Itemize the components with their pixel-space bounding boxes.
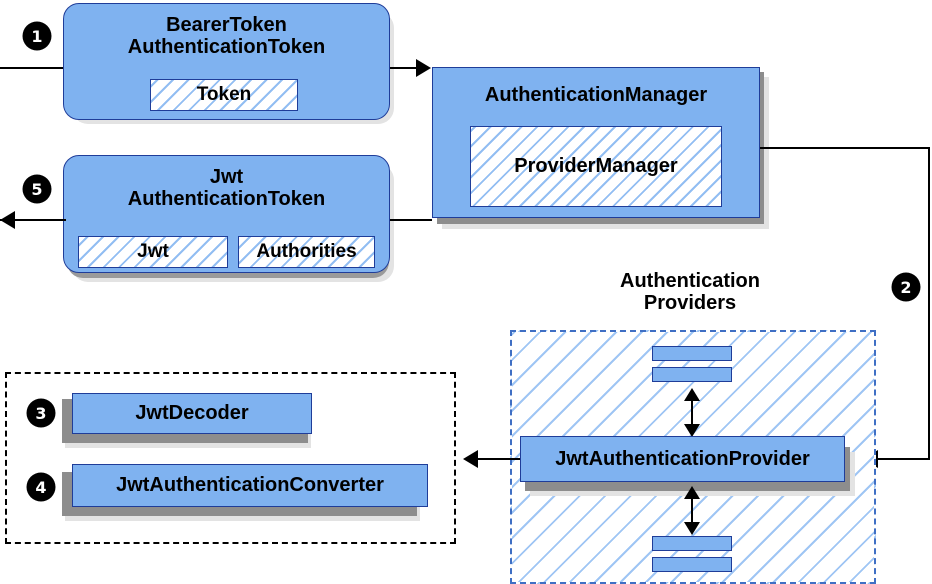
bearer-to-manager-line: [390, 67, 420, 69]
other-provider-bar-top-2[interactable]: [652, 367, 732, 382]
provider-manager-box[interactable]: [470, 126, 722, 207]
provider-link-bottom-arrowhead-down: [684, 522, 700, 535]
manager-to-provider-line-top: [760, 147, 930, 149]
jwt-token-output-arrowhead: [0, 211, 15, 229]
bearer-to-manager-arrowhead: [416, 59, 431, 77]
manager-to-jwt-token-line: [390, 219, 432, 221]
jwt-token-inner-authorities-box[interactable]: [238, 236, 375, 268]
provider-link-bottom-arrowhead-up: [684, 486, 700, 499]
manager-to-provider-line-down: [928, 147, 930, 459]
provider-to-support-arrowhead: [463, 450, 478, 468]
provider-link-top-line: [691, 392, 693, 432]
jwt-decoder-box[interactable]: [72, 393, 312, 434]
support-region: [5, 372, 456, 544]
jwt-authentication-provider-box[interactable]: [520, 436, 845, 482]
step-5-badge: 5: [24, 176, 50, 202]
provider-link-bottom-line: [691, 490, 693, 530]
step-4-badge: 4: [28, 474, 54, 500]
provider-to-support-line: [478, 458, 520, 460]
incoming-request-line: [0, 67, 66, 69]
other-provider-bar-bottom-1[interactable]: [652, 536, 732, 551]
other-provider-bar-top-1[interactable]: [652, 346, 732, 361]
step-1-badge: 1: [24, 23, 50, 49]
step-3-badge: 3: [28, 400, 54, 426]
jwt-token-inner-jwt-box[interactable]: [78, 236, 228, 268]
jwt-token-output-line: [0, 219, 66, 221]
manager-to-provider-line-bottom: [878, 458, 930, 460]
other-provider-bar-bottom-2[interactable]: [652, 557, 732, 572]
bearer-token-inner-token-box[interactable]: [150, 79, 298, 111]
jwt-authentication-converter-box[interactable]: [72, 464, 428, 507]
provider-link-top-arrowhead-up: [684, 388, 700, 401]
authentication-providers-caption: Authentication Providers: [620, 269, 760, 314]
provider-link-top-arrowhead-down: [684, 424, 700, 437]
step-2-badge: 2: [893, 274, 919, 300]
